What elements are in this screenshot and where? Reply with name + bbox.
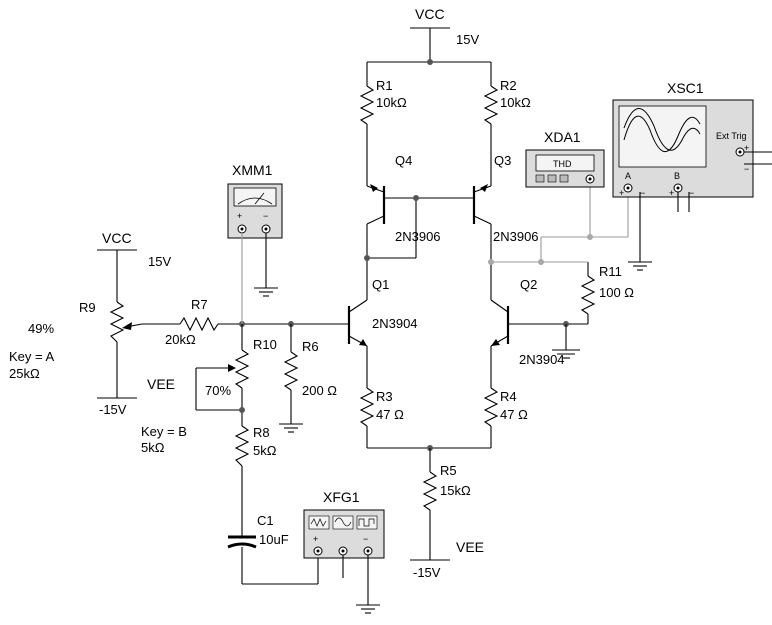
resistor-r11[interactable]: R11 100 Ω <box>580 262 634 324</box>
xda1-screen: THD <box>553 159 572 169</box>
output-probe-wires <box>488 183 629 265</box>
r2-name: R2 <box>500 78 517 93</box>
resistor-r6[interactable]: R6 200 Ω <box>279 324 337 433</box>
r1-name: R1 <box>376 78 393 93</box>
transistor-q4[interactable]: Q4 2N3906 <box>366 153 441 300</box>
r10-percent: 70% <box>205 383 231 398</box>
r9-percent: 49% <box>28 321 54 336</box>
r8-name: R8 <box>253 425 270 440</box>
q3-name: Q3 <box>494 153 511 168</box>
r11-value: 100 Ω <box>599 285 634 300</box>
xfg1-minus: − <box>363 534 368 544</box>
vee-left-value: -15V <box>99 402 127 417</box>
resistor-r2[interactable]: R2 10kΩ <box>483 62 531 186</box>
xsc1-b-minus: − <box>689 188 694 198</box>
q4-model: 2N3906 <box>395 229 441 244</box>
vcc-top-value: 15V <box>456 32 479 47</box>
xsc1-channel-a: A <box>625 171 631 181</box>
oscilloscope-xsc1[interactable]: XSC1 Ext Trig + − A B + − + − <box>612 80 754 198</box>
xsc1-name: XSC1 <box>667 80 704 96</box>
vcc-left-value: 15V <box>148 254 171 269</box>
r5-name: R5 <box>440 463 457 478</box>
vee-bottom-label: VEE <box>456 539 484 555</box>
q2-model: 2N3904 <box>519 352 565 367</box>
xsc1-channel-b: B <box>674 171 680 181</box>
vee-bottom-value: -15V <box>413 565 441 580</box>
xmm1-name: XMM1 <box>232 162 273 178</box>
xsc1-a-minus: − <box>640 188 645 198</box>
r4-name: R4 <box>500 389 517 404</box>
r6-value: 200 Ω <box>302 383 337 398</box>
r7-value: 20kΩ <box>165 332 196 347</box>
r6-name: R6 <box>302 339 319 354</box>
resistor-r7[interactable]: R7 20kΩ <box>142 297 349 347</box>
r11-name: R11 <box>599 264 622 279</box>
distortion-analyzer-xda1[interactable]: XDA1 THD <box>525 129 605 188</box>
transistor-q3[interactable]: Q3 2N3906 <box>413 153 539 300</box>
q4-name: Q4 <box>395 153 412 168</box>
vcc-left-label: VCC <box>102 230 132 246</box>
resistor-r1[interactable]: R1 10kΩ <box>359 62 407 186</box>
r10-name: R10 <box>253 337 277 352</box>
r3-value: 47 Ω <box>376 407 404 422</box>
vee-left-label: VEE <box>147 376 175 392</box>
r9-key: Key = A <box>9 349 54 364</box>
function-generator-xfg1[interactable]: XFG1 + − <box>303 489 385 559</box>
r9-name: R9 <box>79 300 96 315</box>
resistor-r4[interactable]: R4 47 Ω <box>483 387 528 448</box>
r7-name: R7 <box>191 297 208 312</box>
xmm1-minus: − <box>263 211 268 221</box>
r10-value: 5kΩ <box>141 440 165 455</box>
r5-value: 15kΩ <box>440 483 471 498</box>
r2-value: 10kΩ <box>500 95 531 110</box>
q1-name: Q1 <box>372 277 389 292</box>
xmm1-plus: + <box>237 211 242 221</box>
vcc-top-label: VCC <box>415 6 445 22</box>
r8-value: 5kΩ <box>253 443 277 458</box>
transistor-q2[interactable]: Q2 2N3904 <box>490 277 588 388</box>
resistor-r5[interactable]: R5 15kΩ <box>422 448 471 560</box>
resistor-r3[interactable]: R3 47 Ω <box>359 387 404 448</box>
q3-model: 2N3906 <box>493 229 539 244</box>
q1-model: 2N3904 <box>372 316 418 331</box>
r10-key: Key = B <box>141 424 187 439</box>
r3-name: R3 <box>376 389 393 404</box>
c1-value: 10uF <box>259 532 289 547</box>
potentiometer-r10[interactable]: R10 70% Key = B 5kΩ <box>141 324 277 455</box>
capacitor-c1[interactable]: C1 10uF <box>227 513 319 585</box>
r9-value: 25kΩ <box>9 366 40 381</box>
transistor-q1[interactable]: Q1 2N3904 <box>347 277 418 388</box>
multimeter-xmm1[interactable]: XMM1 + − <box>227 162 283 239</box>
xfg1-plus: + <box>313 534 318 544</box>
q2-name: Q2 <box>520 277 537 292</box>
xda1-name: XDA1 <box>544 129 581 145</box>
vcc-left: VCC 15V <box>97 230 171 269</box>
vcc-top-rail: VCC 15V <box>367 6 491 65</box>
potentiometer-r9[interactable]: R9 49% Key = A 25kΩ <box>9 250 143 399</box>
xsc1-b-plus: + <box>669 188 674 198</box>
xsc1-ext-trig: Ext Trig <box>716 131 747 141</box>
xsc1-a-plus: + <box>619 188 624 198</box>
c1-name: C1 <box>257 513 274 528</box>
xsc1-ext-minus: − <box>744 164 749 174</box>
xsc1-ext-plus: + <box>744 143 749 153</box>
r1-value: 10kΩ <box>376 95 407 110</box>
vee-bottom: VEE -15V <box>410 539 484 580</box>
resistor-r8[interactable]: R8 5kΩ <box>234 425 277 537</box>
xfg1-name: XFG1 <box>323 489 360 505</box>
r4-value: 47 Ω <box>500 407 528 422</box>
